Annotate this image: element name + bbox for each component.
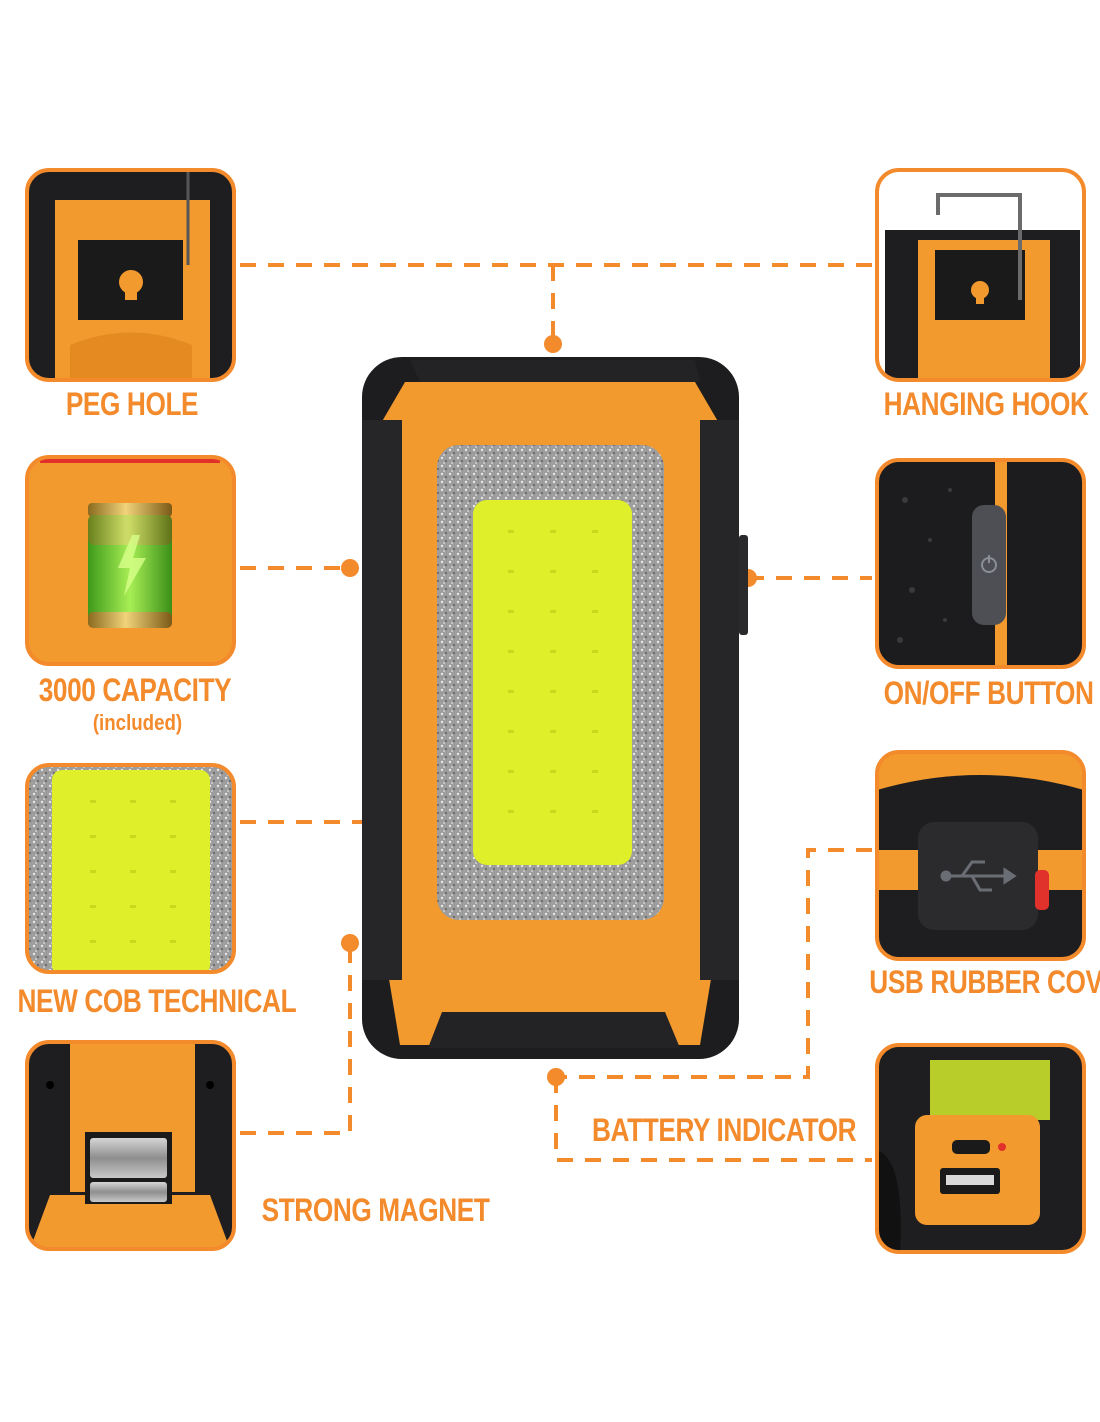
label-battery-indicator: BATTERY INDICATOR [592, 1112, 857, 1148]
dot-capacity [341, 559, 359, 577]
device-side-left [362, 420, 402, 980]
callout-battery [27, 457, 234, 664]
usb-icon [940, 860, 1017, 892]
leader-magnet [240, 944, 352, 1135]
label-strong-magnet: STRONG MAGNET [261, 1192, 490, 1228]
leader-usb [556, 848, 872, 1079]
dot-magnet [341, 934, 359, 952]
cob-panel [473, 500, 632, 865]
indicator-led [998, 1143, 1006, 1151]
device-black-top-band [410, 360, 700, 382]
battery-charging-icon [88, 503, 172, 628]
device-side-button [739, 535, 748, 635]
hook-wire-icon [936, 193, 1022, 300]
callout-usb-cover [877, 752, 1084, 959]
magnet-icon [90, 1138, 167, 1202]
callout-peg-hole [27, 170, 234, 380]
cob-chip-dots [508, 530, 598, 813]
work-light-device [362, 357, 748, 1059]
label-cob: NEW COB TECHNICAL [17, 983, 297, 1019]
dot-top [544, 335, 562, 353]
dot-bottom [547, 1068, 565, 1086]
callout-battery-indicator [877, 1045, 1084, 1252]
label-usb-cover: USB RUBBER COVER [869, 964, 1100, 1000]
label-on-off-button: ON/OFF BUTTON [883, 675, 1094, 711]
leader-indicator [554, 1077, 872, 1162]
label-capacity-note: (included) [92, 710, 183, 735]
label-peg-hole: PEG HOLE [65, 386, 199, 422]
callout-magnet [27, 1042, 234, 1249]
device-black-bottom-band [428, 1012, 680, 1048]
device-side-right [700, 420, 739, 980]
power-icon [981, 555, 997, 573]
label-hanging-hook: HANGING HOOK [883, 386, 1089, 422]
callout-hanging-hook [877, 170, 1084, 380]
callout-cob [27, 765, 234, 972]
callout-on-off [877, 460, 1084, 667]
leader-top [240, 263, 872, 342]
label-capacity: 3000 CAPACITY [38, 672, 232, 708]
